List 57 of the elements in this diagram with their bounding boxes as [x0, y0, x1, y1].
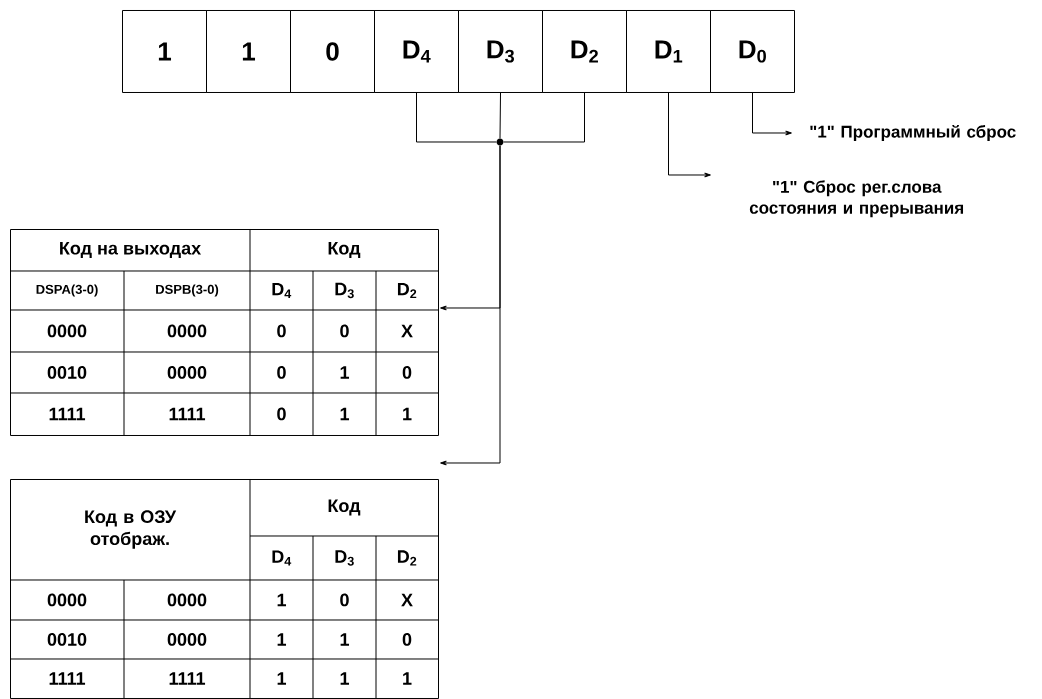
table-cell: 0 — [340, 324, 349, 338]
table-frame — [10, 479, 439, 699]
table-cell: 1 — [277, 672, 286, 685]
table-cell: 1 — [340, 366, 349, 379]
table-cell: 0000 — [47, 593, 87, 607]
table-cell: 0000 — [167, 366, 207, 379]
table-cell: D$_{2}$ — [397, 550, 417, 566]
connector-arrow — [440, 145, 501, 466]
table-cell: D$_{4}$ — [272, 282, 292, 299]
table-cell: 0000 — [47, 324, 87, 338]
table-cell: Код — [328, 499, 361, 516]
table-cell: 0000 — [167, 324, 207, 338]
table-cell: 0 — [340, 593, 349, 607]
table-cell: 0 — [277, 324, 286, 338]
table-cell: 1111 — [49, 672, 86, 685]
connector-arrow — [668, 92, 711, 178]
table-cell: 1 — [340, 672, 349, 685]
register-cell: 0 — [290, 10, 375, 93]
table-cell: 0 — [277, 407, 286, 421]
register-cell: 1 — [206, 10, 291, 93]
table-cell: 0000 — [167, 633, 207, 646]
table-cell: 1111 — [169, 407, 206, 421]
table-cell: 0000 — [167, 593, 207, 607]
table-cell: D$_{4}$ — [272, 550, 292, 566]
register-cell: D$_{1}$ — [626, 10, 711, 93]
table-cell: 1 — [403, 407, 412, 421]
note-text: "1" Программный сброс — [810, 124, 1016, 142]
register-cell: D$_{2}$ — [542, 10, 627, 93]
table-cell: 1 — [340, 407, 349, 421]
table-cell: 0 — [402, 366, 412, 379]
table-cell: Код — [328, 242, 361, 258]
table-cell: X — [401, 324, 413, 338]
table-cell: 0 — [402, 633, 412, 646]
register-cell: D$_{3}$ — [458, 10, 543, 93]
table-cell: Код на выходах — [60, 242, 201, 258]
table-cell: DSPB(3-0) — [156, 284, 219, 297]
table-cell: 0 — [277, 366, 286, 379]
note-text: "1" Сброс рег.слова состояния и прерывания — [749, 180, 963, 218]
table-cell: 1 — [340, 633, 349, 646]
table-cell: 1 — [403, 672, 412, 685]
table-cell: 1 — [277, 593, 286, 607]
register-cell: 1 — [122, 10, 207, 93]
table-cell: Код в ОЗУ отображ. — [85, 510, 177, 549]
table-cell: D$_{2}$ — [397, 282, 417, 299]
table-cell: 1111 — [169, 672, 206, 685]
table-cell: D$_{3}$ — [335, 550, 354, 566]
table-cell: DSPA(3-0) — [36, 284, 98, 297]
register-cell: D$_{0}$ — [710, 10, 795, 93]
table-cell: 0010 — [47, 633, 87, 646]
table-cell: 0010 — [47, 366, 87, 379]
connector-arrow — [752, 92, 792, 136]
table-cell: X — [401, 593, 413, 607]
table-frame — [10, 229, 439, 436]
table-cell: D$_{3}$ — [335, 282, 354, 299]
table-cell: 1111 — [49, 407, 86, 421]
table-cell: 1 — [277, 633, 286, 646]
register-cell: D$_{4}$ — [374, 10, 459, 93]
